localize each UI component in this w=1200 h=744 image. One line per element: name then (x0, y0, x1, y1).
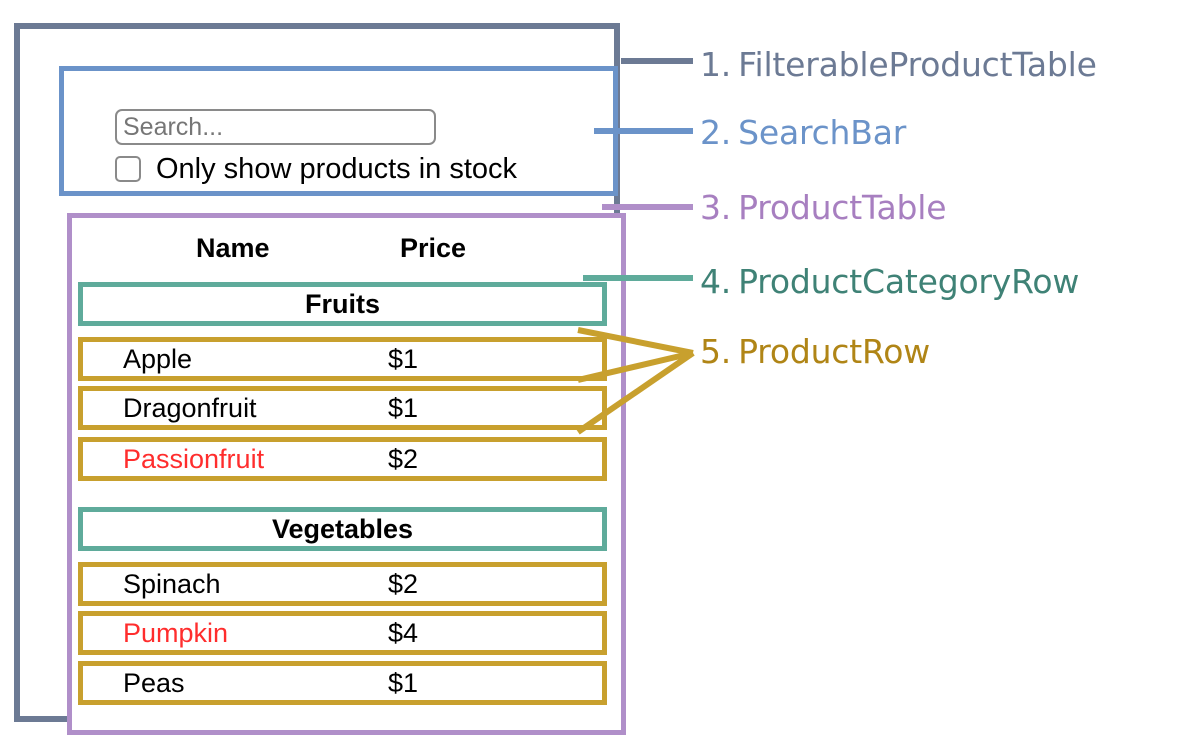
product-table-boundary: Name Price Fruits Apple $1 Dragonfruit $… (67, 213, 626, 735)
search-input[interactable] (115, 109, 436, 145)
legend-item-filterable-product-table: 1.FilterableProductTable (700, 45, 1097, 84)
legend-text: ProductRow (738, 332, 931, 371)
product-price: $2 (388, 444, 419, 474)
search-bar-boundary: Only show products in stock (59, 66, 618, 196)
in-stock-checkbox-label: Only show products in stock (156, 153, 518, 185)
product-price: $4 (388, 618, 419, 648)
column-header-name: Name (196, 233, 270, 263)
legend-item-product-category-row: 4.ProductCategoryRow (700, 262, 1079, 301)
product-category-row: Vegetables (78, 507, 607, 551)
product-name: Passionfruit (123, 444, 265, 474)
legend-text: SearchBar (738, 113, 907, 152)
in-stock-checkbox-row[interactable]: Only show products in stock (115, 154, 517, 184)
product-price: $2 (388, 569, 419, 599)
product-name: Apple (123, 344, 193, 374)
product-name: Peas (123, 668, 185, 698)
filterable-product-table-boundary: Only show products in stock Name Price F… (14, 23, 626, 735)
legend-item-search-bar: 2.SearchBar (700, 113, 906, 152)
legend-text: FilterableProductTable (738, 45, 1097, 84)
legend-text: ProductTable (738, 188, 947, 227)
product-name: Spinach (123, 569, 221, 599)
legend-text: ProductCategoryRow (738, 262, 1080, 301)
legend-number: 2. (700, 113, 732, 152)
product-category-label: Fruits (304, 289, 380, 319)
legend-item-product-table: 3.ProductTable (700, 188, 947, 227)
checkbox-icon[interactable] (115, 156, 141, 182)
product-row: Peas $1 (78, 661, 607, 705)
product-row: Apple $1 (78, 337, 607, 381)
product-category-label: Vegetables (271, 514, 414, 544)
column-header-price: Price (400, 233, 467, 263)
product-table-header-row: Name Price (78, 227, 607, 269)
product-category-row: Fruits (78, 282, 607, 326)
legend-number: 5. (700, 332, 732, 371)
product-row: Passionfruit $2 (78, 437, 607, 481)
product-row: Pumpkin $4 (78, 611, 607, 655)
product-row: Spinach $2 (78, 562, 607, 606)
product-name: Pumpkin (123, 618, 229, 648)
legend-item-product-row: 5.ProductRow (700, 332, 930, 371)
legend-number: 1. (700, 45, 732, 84)
legend-number: 4. (700, 262, 732, 301)
product-price: $1 (388, 668, 419, 698)
product-name: Dragonfruit (123, 393, 257, 423)
product-price: $1 (388, 393, 419, 423)
product-price: $1 (388, 344, 419, 374)
legend-number: 3. (700, 188, 732, 227)
product-row: Dragonfruit $1 (78, 386, 607, 430)
